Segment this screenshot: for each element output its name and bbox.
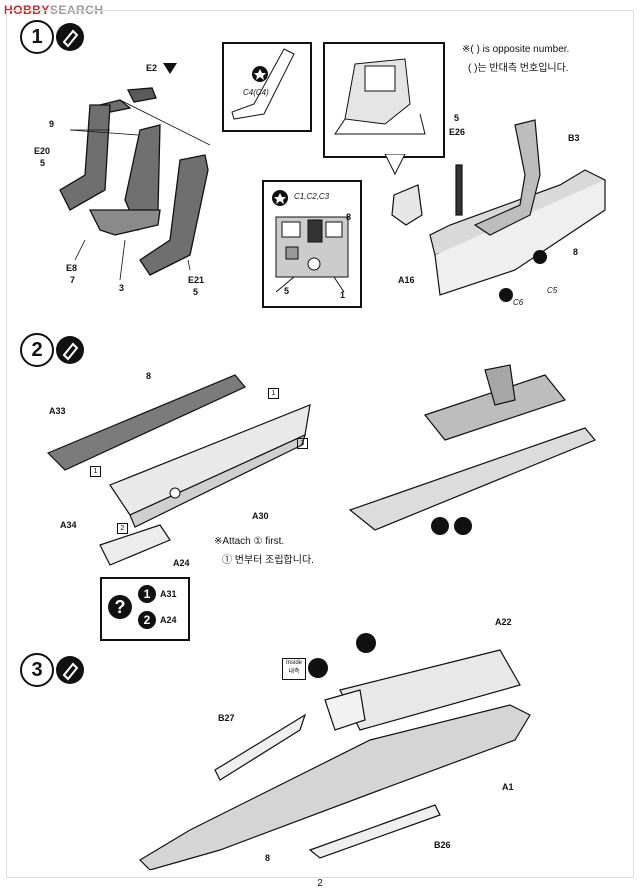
color-code-e2 <box>163 63 177 74</box>
callout-box-1: 1 <box>90 466 101 477</box>
part-label-e26: E26 <box>449 127 466 137</box>
page-number: 2 <box>317 878 323 889</box>
instrument-panel-drawing <box>272 190 349 293</box>
part-label-e2: E2 <box>146 63 158 73</box>
glue-applied-icon <box>356 633 376 653</box>
inside-ko-label: 내측 <box>288 669 300 675</box>
part-label-b27: B27 <box>218 713 235 723</box>
note-opposite-en: ※( ) is opposite number. <box>462 44 570 55</box>
part-label-a16: A16 <box>398 275 415 285</box>
color-code-b3: 8 <box>573 247 579 257</box>
part-label-a34: A34 <box>60 520 77 530</box>
part-label-a22: A22 <box>495 617 512 627</box>
callout-1-a: 1 <box>268 387 279 399</box>
inset-c4-label: C4(C4) <box>243 88 269 97</box>
color-code-3: 3 <box>119 283 125 293</box>
part-label-e8: E8 <box>66 263 78 273</box>
part-label-b3: B3 <box>568 133 580 143</box>
seat-detail-drawing <box>334 58 426 135</box>
part-label-e20: E20 <box>34 146 51 156</box>
callout-3: 3 <box>297 437 308 449</box>
question-icon: ? <box>108 595 132 619</box>
order-2-badge: 2 <box>138 611 156 629</box>
order-2-part: A24 <box>160 615 177 625</box>
inset-instrument-panel: C1,C2,C3 8 5 1 <box>262 180 362 308</box>
note-attach-en: ※Attach ① first. <box>214 536 285 547</box>
step-2-number: 2 <box>20 333 54 367</box>
note-attach-ko: ① 번부터 조립합니다. <box>222 555 314 566</box>
part-label-a33: A33 <box>49 406 66 416</box>
color-code-e20: 5 <box>40 158 46 168</box>
step-3-number: 3 <box>20 653 54 687</box>
fuselage-left-drawing <box>46 374 311 566</box>
part-label-e21: E21 <box>188 275 205 285</box>
color-code-9: 9 <box>49 119 55 129</box>
color-code-8-bottom: 8 <box>265 853 271 863</box>
pedal-drawing <box>231 48 295 120</box>
page-frame <box>6 10 634 878</box>
inside-label-box: Inside 내측 <box>282 658 306 680</box>
panel-color-5: 5 <box>284 286 290 296</box>
paint-icon <box>308 658 328 678</box>
color-code-e26: 5 <box>454 113 460 123</box>
inset-c4: C4(C4) <box>222 42 312 132</box>
order-1-part: A31 <box>160 589 177 599</box>
panel-color-8: 8 <box>346 212 352 222</box>
color-code-e8: 7 <box>70 275 76 285</box>
inset-pointer <box>384 154 406 176</box>
callout-box-2: 2 <box>117 523 128 534</box>
callout-1-b: 1 <box>90 465 101 477</box>
color-code-e21: 5 <box>193 287 199 297</box>
color-code-8: 8 <box>146 371 152 381</box>
callout-box-1: 1 <box>268 388 279 399</box>
part-label-b26: B26 <box>434 840 451 850</box>
note-opposite-ko: ( )는 반대측 번호입니다. <box>468 63 569 74</box>
callout-box-3: 3 <box>297 438 308 449</box>
inset-seat-detail <box>323 42 445 158</box>
panel-color-1: 1 <box>340 290 346 300</box>
part-label-c6: C6 <box>513 298 524 307</box>
step-1-number: 1 <box>20 20 54 54</box>
cockpit-tub-drawing <box>391 119 606 302</box>
seat-exploded-drawing <box>59 87 211 281</box>
glue-icon <box>56 336 84 364</box>
inside-label: Inside <box>285 660 302 666</box>
part-label-a1: A1 <box>502 782 514 792</box>
fuselage-final-drawing <box>139 649 531 870</box>
glue-icon <box>56 656 84 684</box>
fuselage-assembled-drawing <box>348 364 596 535</box>
assembly-order-box: ? 1 A31 2 A24 <box>100 577 190 641</box>
glue-icon <box>56 23 84 51</box>
part-label-a24: A24 <box>173 558 190 568</box>
inset-panel-label: C1,C2,C3 <box>294 192 330 201</box>
order-1-badge: 1 <box>138 585 156 603</box>
part-label-a30: A30 <box>252 511 269 521</box>
part-label-c5: C5 <box>547 286 558 295</box>
callout-2: 2 <box>117 522 128 534</box>
